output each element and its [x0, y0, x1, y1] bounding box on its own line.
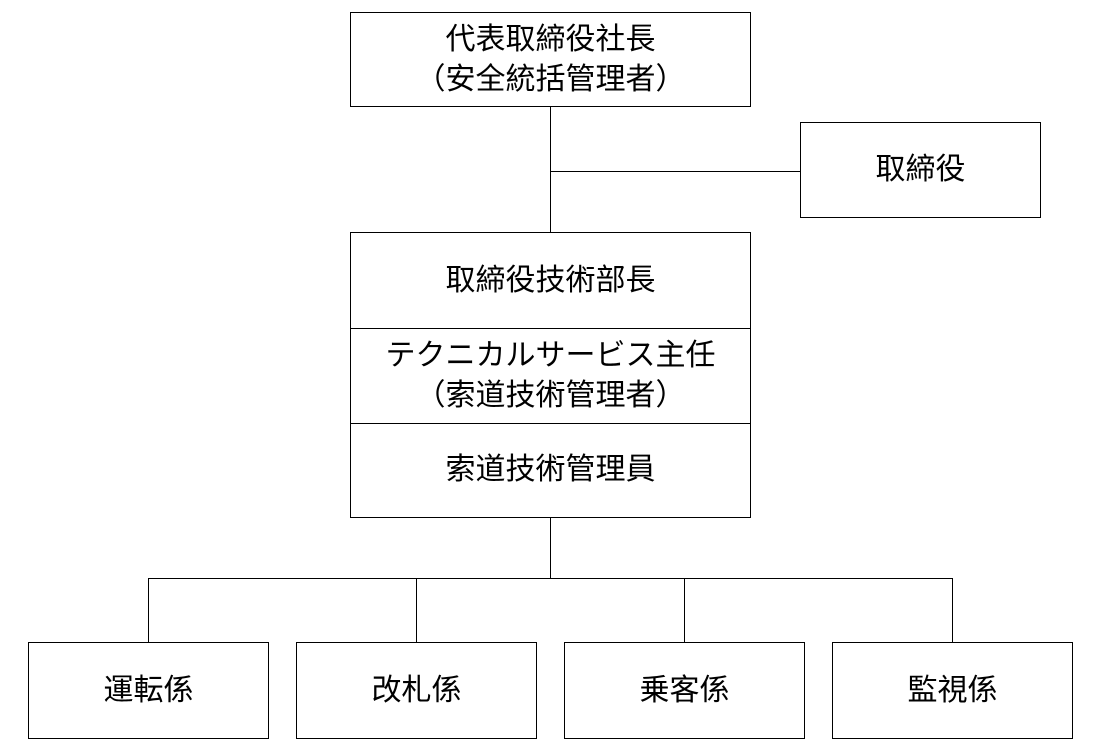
section-label: 監視係	[907, 672, 998, 708]
connector-section-4	[952, 578, 953, 642]
connector-president-technical	[550, 106, 551, 232]
connector-section-1	[148, 578, 149, 642]
director-box: 取締役	[800, 122, 1041, 218]
technical-chief-title: テクニカルサービス主任	[385, 337, 716, 373]
connector-section-3	[684, 578, 685, 642]
technical-staff: 索道技術管理員	[445, 452, 656, 487]
connector-director	[550, 171, 800, 172]
technical-staff-cell: 索道技術管理員	[351, 423, 750, 517]
connector-section-2	[416, 578, 417, 642]
technical-head-cell: 取締役技術部長	[351, 233, 750, 329]
section-label: 乗客係	[639, 672, 730, 708]
section-box-ticket: 改札係	[296, 642, 537, 739]
section-label: 運転係	[103, 672, 194, 708]
section-label: 改札係	[371, 672, 462, 708]
technical-head: 取締役技術部長	[445, 262, 656, 298]
president-box: 代表取締役社長 （安全統括管理者）	[350, 12, 751, 107]
section-box-monitoring: 監視係	[832, 642, 1073, 739]
connector-sections-horizontal	[148, 578, 953, 579]
technical-chief-cell: テクニカルサービス主任 （索道技術管理者）	[351, 328, 750, 424]
connector-technical-down	[550, 517, 551, 578]
director-title: 取締役	[875, 152, 966, 187]
president-title: 代表取締役社長	[445, 21, 656, 57]
president-role: （安全統括管理者）	[415, 61, 686, 97]
section-box-operation: 運転係	[28, 642, 269, 739]
section-box-passenger: 乗客係	[564, 642, 805, 739]
technical-box: 取締役技術部長 テクニカルサービス主任 （索道技術管理者） 索道技術管理員	[350, 232, 751, 518]
technical-chief-role: （索道技術管理者）	[415, 377, 686, 413]
